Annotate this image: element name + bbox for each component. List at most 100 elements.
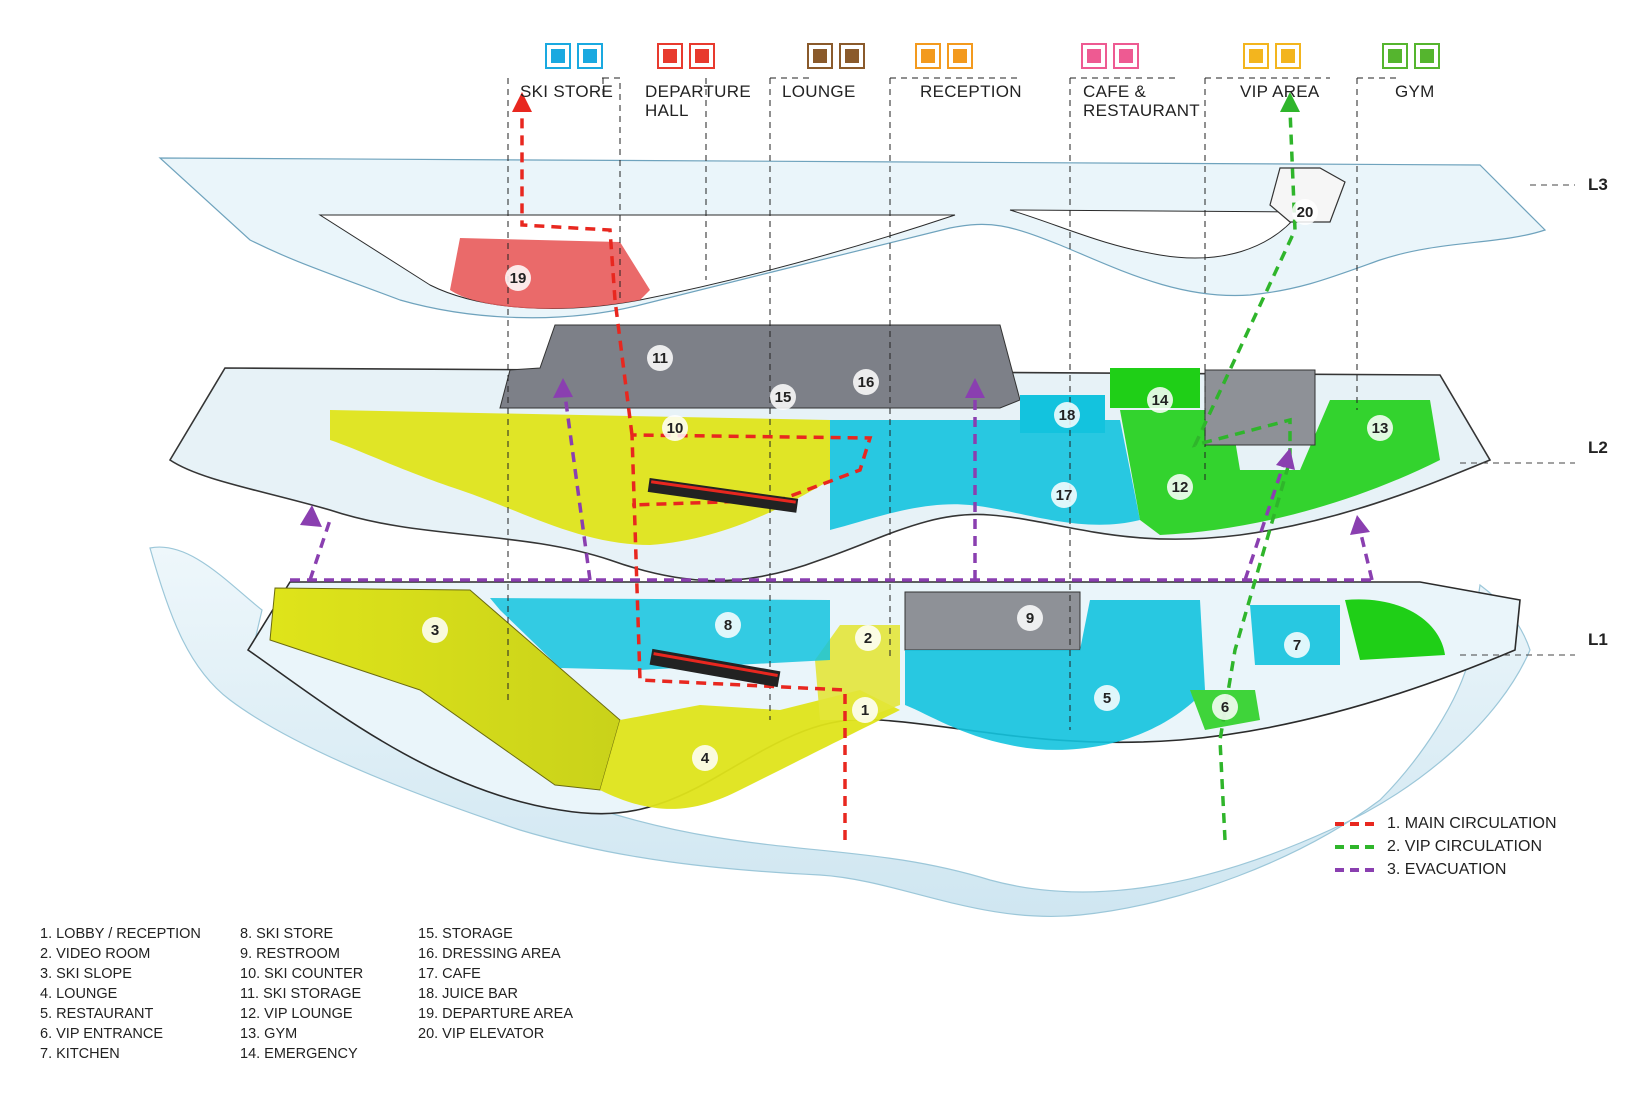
ski-store-zone (490, 598, 830, 670)
program-icon (1382, 43, 1408, 69)
legend-label: 1. MAIN CIRCULATION (1387, 814, 1557, 832)
lobby-zone (815, 625, 900, 720)
legend-swatch-vip (1335, 844, 1375, 849)
program-icon (1275, 43, 1301, 69)
key-item: 20. VIP ELEVATOR (418, 1026, 545, 1042)
level-label-l2: L2 (1588, 438, 1608, 457)
program-icon-glyph (695, 49, 709, 63)
key-item: 6. VIP ENTRANCE (40, 1026, 164, 1042)
level3-void-right (1009, 209, 1302, 259)
program-icon-glyph (845, 49, 859, 63)
key-item: 14. EMERGENCY (240, 1046, 358, 1062)
circulation-legend: 1. MAIN CIRCULATION 2. VIP CIRCULATION 3… (1335, 812, 1557, 881)
room-badge-circle (1212, 694, 1238, 720)
room-badge-circle (505, 265, 531, 291)
program-icon-glyph (1420, 49, 1434, 63)
program-icon-glyph (813, 49, 827, 63)
room-number: 10 (667, 420, 684, 437)
vip-circulation-arrowhead (1280, 92, 1300, 112)
key-item: 2. VIDEO ROOM (40, 946, 151, 962)
legend-evacuation: 3. EVACUATION (1335, 858, 1557, 881)
program-departure-hall: DEPARTURE HALL (645, 82, 751, 120)
room-badge-circle (647, 345, 673, 371)
room-number: 11 (652, 350, 668, 367)
program-reception: RECEPTION (920, 82, 1022, 101)
program-icon-glyph (551, 49, 565, 63)
room-badge-circle (1147, 387, 1173, 413)
key-item: 12. VIP LOUNGE (240, 1006, 353, 1022)
room-number: 20 (1297, 204, 1314, 221)
legend-swatch-evacuation (1335, 867, 1375, 872)
room-key-col-2: 8. SKI STORE 9. RESTROOM 10. SKI COUNTER… (240, 924, 363, 1064)
room-badge-circle (422, 617, 448, 643)
vip-green-zone (1120, 400, 1440, 535)
room-badge-circle (1367, 415, 1393, 441)
key-item: 5. RESTAURANT (40, 1006, 154, 1022)
program-icon-glyph (583, 49, 597, 63)
room-badge-circle (662, 415, 688, 441)
program-icon-glyph (1281, 49, 1295, 63)
room-number: 19 (510, 270, 527, 287)
ski-slope-zone (269, 587, 621, 791)
vip-circulation-route (1191, 109, 1297, 841)
legend-label: 2. VIP CIRCULATION (1387, 837, 1542, 855)
room-badge-circle (855, 625, 881, 651)
room-number: 7 (1293, 637, 1301, 654)
room-badge-circle (1292, 199, 1318, 225)
program-gym: GYM (1395, 82, 1435, 101)
restaurant-zone (905, 600, 1205, 750)
program-icon-glyph (1119, 49, 1133, 63)
program-icon-glyph (1087, 49, 1101, 63)
room-badge-circle (853, 369, 879, 395)
room-badge-circle (1017, 605, 1043, 631)
room-badge-circle (1094, 685, 1120, 711)
program-icon-glyph (1388, 49, 1402, 63)
room-badge-circle (1054, 402, 1080, 428)
room-number: 3 (431, 622, 439, 639)
key-item: 9. RESTROOM (240, 946, 340, 962)
room-key-col-1: 1. LOBBY / RECEPTION 2. VIDEO ROOM 3. SK… (40, 924, 201, 1064)
room-number: 8 (724, 617, 732, 634)
level-label-l3: L3 (1588, 175, 1608, 194)
program-ski-store: SKI STORE (520, 82, 614, 101)
key-item: 4. LOUNGE (40, 986, 118, 1002)
program-icon-glyph (953, 49, 967, 63)
legend-main-circulation: 1. MAIN CIRCULATION (1335, 812, 1557, 835)
room-number: 2 (864, 630, 872, 647)
restroom-block (904, 591, 1081, 651)
lounge-zone-l2 (330, 410, 830, 545)
room-number: 17 (1056, 487, 1073, 504)
level-markers (1460, 184, 1575, 656)
key-item: 19. DEPARTURE AREA (418, 1006, 573, 1022)
program-leaders (507, 77, 1400, 730)
key-item: 15. STORAGE (418, 926, 513, 942)
room-badge-circle (1051, 482, 1077, 508)
key-item: 1. LOBBY / RECEPTION (40, 926, 201, 942)
program-icon-glyph (663, 49, 677, 63)
storage-block (499, 324, 1021, 409)
key-item: 17. CAFE (418, 966, 481, 982)
evacuation-route (290, 394, 1374, 582)
vip-rooms-block (1204, 369, 1316, 446)
escalator-l2 (647, 478, 799, 513)
level-label-l1: L1 (1588, 630, 1608, 649)
gym-terrace-l1 (1345, 599, 1445, 660)
room-key-col-3: 15. STORAGE 16. DRESSING AREA 17. CAFE 1… (418, 924, 573, 1044)
escalator-l1 (649, 648, 781, 688)
vip-elevator (1269, 167, 1346, 223)
key-item: 18. JUICE BAR (418, 986, 518, 1002)
room-number: 16 (858, 374, 875, 391)
key-item: 8. SKI STORE (240, 926, 334, 942)
legend-label: 3. EVACUATION (1387, 860, 1507, 878)
room-number: 18 (1059, 407, 1076, 424)
room-number: 15 (775, 389, 792, 406)
room-number: 9 (1026, 610, 1034, 627)
legend-swatch-main (1335, 821, 1375, 826)
departure-area-zone (450, 238, 650, 309)
room-number: 5 (1103, 690, 1111, 707)
key-item: 16. DRESSING AREA (418, 946, 561, 962)
room-number: 1 (861, 702, 869, 719)
program-icons (545, 43, 1440, 69)
